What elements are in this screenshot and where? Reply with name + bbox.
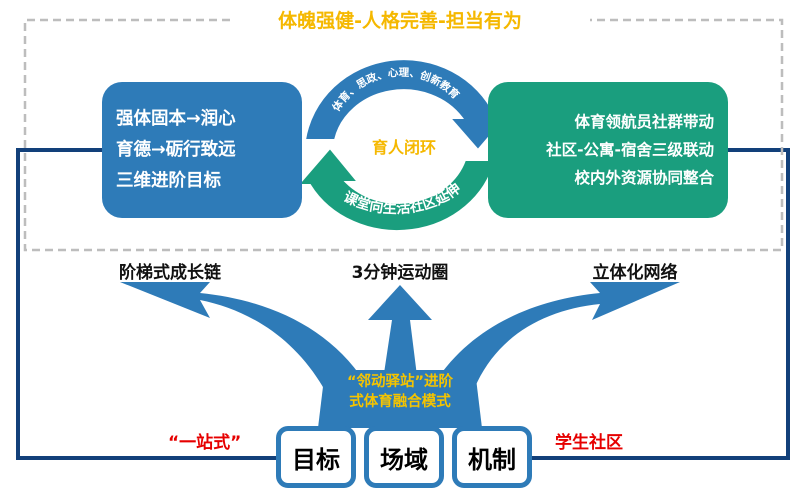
cycle-bottom-text: 课堂向生活社区延伸	[341, 180, 464, 217]
cycle-center-label: 育人闭环	[371, 138, 436, 157]
cycle-top-text: 体育、思政、心理、创新教育	[330, 67, 463, 114]
side-label-left: “一站式”	[168, 433, 242, 453]
cycle-bottom-arrow	[295, 146, 497, 233]
goals-line: 育德→砺行致远	[116, 140, 236, 160]
branch-label-right: 立体化网络	[592, 263, 678, 283]
pillar-goal: 目标	[276, 426, 356, 488]
navy-frame	[16, 148, 790, 460]
mechanism-line: 校内外资源协同整合	[574, 169, 714, 187]
side-label-right: 学生社区	[555, 433, 623, 453]
hub-line: 式体育融合模式	[349, 394, 451, 410]
mechanism-box: 体育领航员社群带动 社区-公寓-宿舍三级联动 校内外资源协同整合	[488, 82, 728, 218]
hub-line: “邻动驿站”进阶	[346, 374, 454, 390]
goals-line: 三维进阶目标	[116, 171, 221, 191]
page-title: 体魄强健-人格完善-担当有为	[278, 10, 522, 32]
mechanism-line: 社区-公寓-宿舍三级联动	[546, 141, 714, 159]
pillar-mechanism: 机制	[452, 426, 532, 488]
pillar-field: 场域	[364, 426, 444, 488]
goals-line: 强体固本→润心	[116, 109, 236, 129]
branch-label-center: 3分钟运动圈	[351, 263, 449, 283]
goals-box: 强体固本→润心 育德→砺行致远 三维进阶目标	[102, 82, 302, 218]
branch-label-left: 阶梯式成长链	[119, 263, 221, 283]
dashed-frame	[23, 18, 784, 252]
hub-base	[318, 370, 482, 428]
mechanism-line: 体育领航员社群带动	[574, 113, 714, 131]
hub-label: “邻动驿站”进阶 式体育融合模式	[300, 372, 500, 412]
